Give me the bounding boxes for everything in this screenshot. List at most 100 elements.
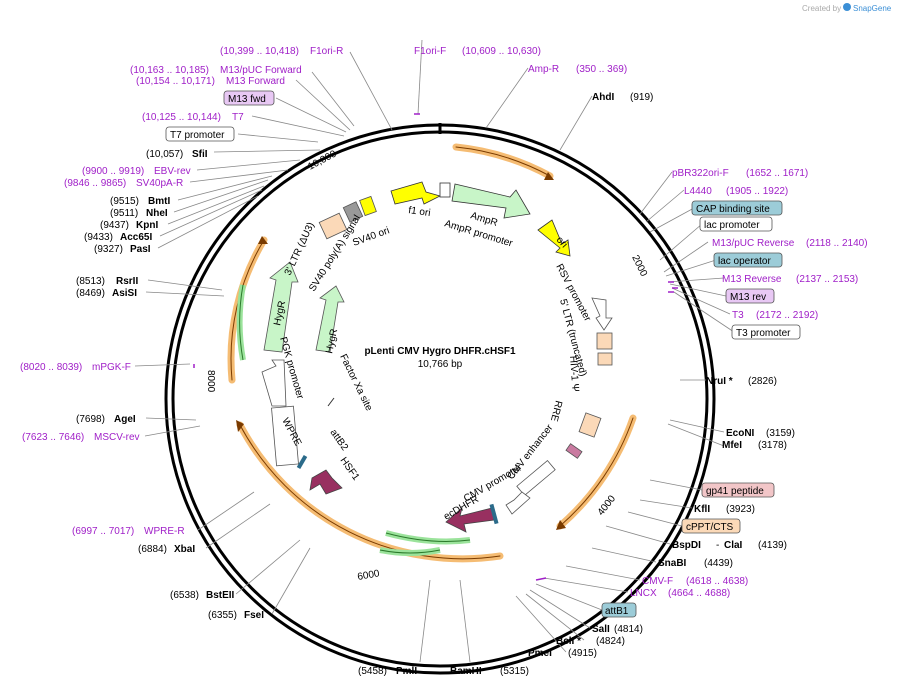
- primer-mscv-rev: MSCV-rev: [94, 432, 140, 443]
- range-mfei: (3178): [758, 440, 787, 451]
- arrowhead-bottom: [236, 420, 244, 432]
- green-band-1-line: [385, 532, 471, 542]
- range-cmv-f: (4618 .. 4638): [686, 576, 748, 587]
- range-acc65i: (9433): [84, 232, 113, 243]
- range-wpre-r: (6997 .. 7017): [72, 526, 134, 537]
- primer-f1ori-f: F1ori-F: [414, 46, 446, 57]
- arrowhead-right: [556, 520, 566, 530]
- primer-ebv-rev: EBV-rev: [154, 166, 191, 177]
- primer-t3: T3: [732, 310, 744, 321]
- primer-wpre-r: WPRE-R: [144, 526, 185, 537]
- feature-t3-promoter: T3 promoter: [736, 328, 791, 339]
- inner-features: [261, 181, 613, 533]
- enzyme-pasi: PasI: [130, 244, 151, 255]
- rre-box: [578, 412, 602, 438]
- primer-cmv-f: CMV-F: [642, 576, 673, 587]
- primer-mpgk-f: mPGK-F: [92, 362, 131, 373]
- enzyme-acc65i: Acc65I: [120, 232, 152, 243]
- range-snabi: (4439): [704, 558, 733, 569]
- cap-binding-box: [691, 200, 783, 216]
- label-rsv-promoter: RSV promoter: [553, 262, 593, 324]
- primer-m13-forward: M13 Forward: [226, 76, 285, 87]
- ampr-arrow: [451, 183, 531, 219]
- range-m13-puc-reverse: (2118 .. 2140): [806, 238, 868, 249]
- ltr-box: [596, 332, 613, 350]
- enzyme-separator: -: [716, 540, 719, 551]
- range-pbr322ori-f: (1652 .. 1671): [746, 168, 808, 179]
- range-pmei: (4915): [568, 648, 597, 659]
- enzyme-snabi: SnaBI: [658, 558, 687, 569]
- range-m13-forward: (10,154 .. 10,171): [136, 76, 215, 87]
- range-bmti: (9515): [110, 196, 139, 207]
- ampr-band-line: [455, 146, 551, 177]
- enzyme-econi: EcoNI: [726, 428, 755, 439]
- label-factor-xa: Factor Xa site: [337, 352, 374, 413]
- lac-promoter-box: [699, 216, 773, 232]
- map-size: 10,766 bp: [418, 359, 463, 370]
- primer-m13-puc-reverse: M13/pUC Reverse: [712, 238, 795, 249]
- tick-8000: 8000: [205, 370, 216, 393]
- range-asisi: (8469): [76, 288, 105, 299]
- tick-2000: 2000: [629, 253, 649, 278]
- band-arrowheads: [236, 172, 566, 530]
- range-bamhi: (5315): [500, 666, 529, 677]
- pgk-promoter-arrow: [261, 359, 287, 407]
- gp41-peptide-box: [701, 482, 775, 498]
- feature-lac-operator: lac operator: [718, 256, 771, 267]
- range-kpni: (9437): [100, 220, 129, 231]
- enzyme-bspdi: BspDI: [672, 540, 701, 551]
- hygr-outer-arrow: [263, 261, 299, 353]
- primer-f1ori-r: F1ori-R: [310, 46, 343, 57]
- green-band-3-line: [239, 284, 244, 361]
- enzyme-kfli: KflI: [694, 504, 710, 515]
- enzyme-pmli: PmlI: [396, 666, 417, 677]
- range-f1ori-r: (10,399 .. 10,418): [220, 46, 299, 57]
- label-hsf1: HSF1: [338, 455, 362, 483]
- arrowhead-ampr: [544, 172, 554, 180]
- range-xbai: (6884): [138, 544, 167, 555]
- enzyme-kpni: KpnI: [136, 220, 158, 231]
- range-agei: (7698): [76, 414, 105, 425]
- range-amp-r: (350 .. 369): [576, 64, 627, 75]
- feature-t7-promoter: T7 promoter: [170, 130, 225, 141]
- right-labels: pBR322ori-F (1652 .. 1671) L4440 (1905 .…: [528, 168, 868, 659]
- primer-lncx: LNCX: [630, 588, 657, 599]
- primer-t7: T7: [232, 112, 244, 123]
- arrowhead-left: [258, 236, 268, 244]
- map-title: pLenti CMV Hygro DHFR.cHSF1: [364, 346, 516, 357]
- primer-l4440: L4440: [684, 186, 712, 197]
- gp41-box: [565, 443, 583, 459]
- feature-attb1: attB1: [605, 606, 629, 617]
- primer-amp-r: Amp-R: [528, 64, 559, 75]
- range-nrui: (2826): [748, 376, 777, 387]
- m13-rev-box: [725, 288, 775, 304]
- label-hygr-inner: HygR: [324, 328, 340, 355]
- cppt-cts-box: [681, 518, 741, 534]
- range-bcli: (4824): [596, 636, 625, 647]
- range-clai: (4139): [758, 540, 787, 551]
- enzyme-pmei: PmeI: [528, 648, 552, 659]
- range-t3: (2172 .. 2192): [756, 310, 818, 321]
- feature-cppt-cts: cPPT/CTS: [686, 522, 734, 533]
- primer-m13-fwd: M13 fwd: [228, 94, 266, 105]
- enzyme-mfei: MfeI: [722, 440, 742, 451]
- ecdhfr-arrow: [445, 506, 495, 533]
- primer-m13-rev: M13 rev: [730, 292, 766, 303]
- enzyme-nhei: NheI: [146, 208, 168, 219]
- ampr-promoter-box: [439, 182, 451, 198]
- outer-feature-bands: [227, 143, 637, 563]
- range-sfii: (10,057): [146, 149, 183, 160]
- credit-prefix: Created by: [802, 4, 841, 13]
- hygr-inner-arrow: [315, 285, 345, 353]
- band-right-line: [559, 417, 634, 527]
- tick-4000: 4000: [596, 493, 619, 518]
- feature-gp41-peptide: gp41 peptide: [706, 486, 764, 497]
- primer-sv40pa-r: SV40pA-R: [136, 178, 183, 189]
- range-lncx: (4664 .. 4688): [668, 588, 730, 599]
- green-band-2-line: [379, 549, 441, 554]
- range-ahdi: (919): [630, 92, 653, 103]
- primer-marks: [193, 113, 678, 581]
- range-sv40pa-r: (9846 .. 9865): [64, 178, 126, 189]
- enzyme-sali: SalI: [592, 624, 610, 635]
